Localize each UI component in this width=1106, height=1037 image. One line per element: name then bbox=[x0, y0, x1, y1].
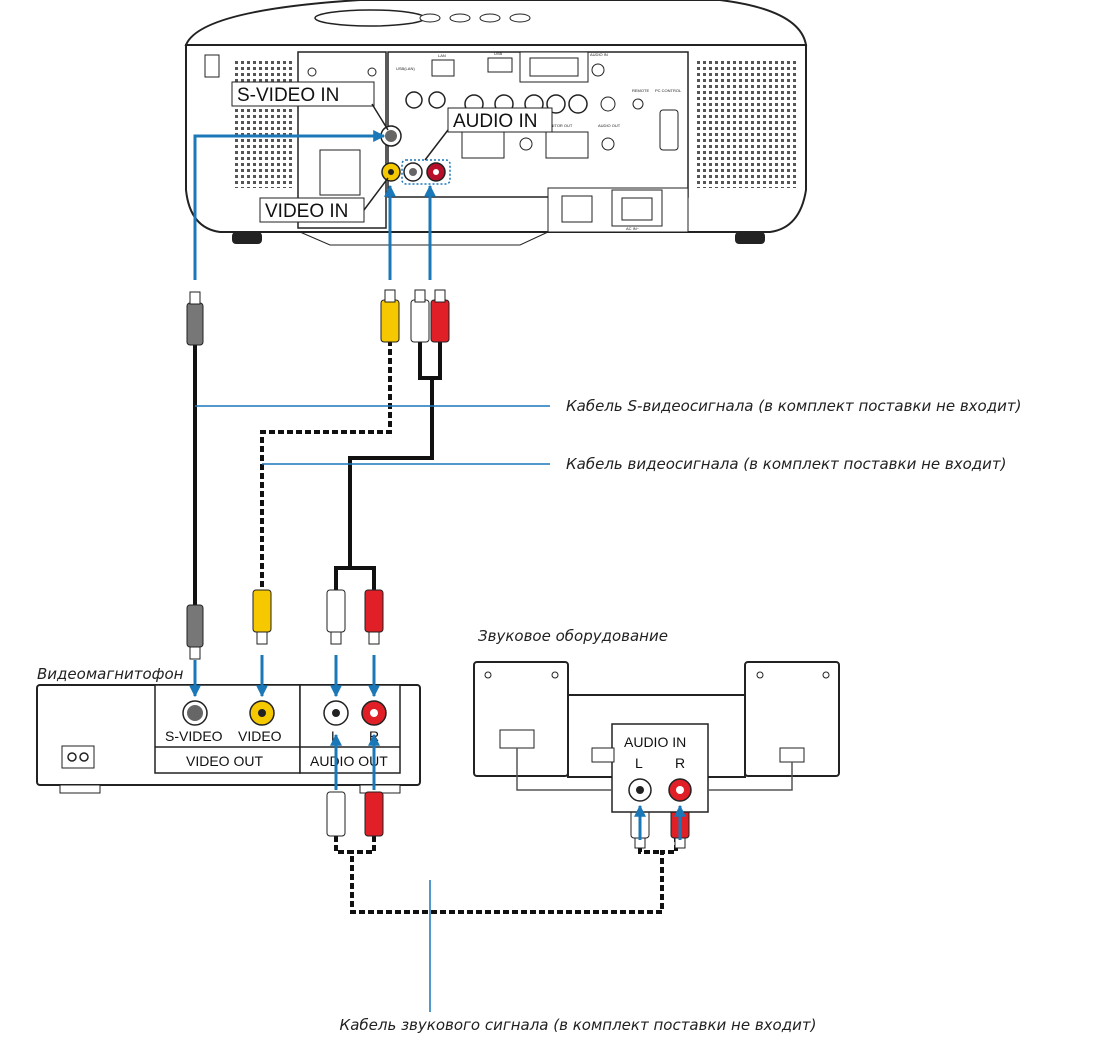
audio-cable-caption: Кабель звукового сигнала (в комплект пос… bbox=[340, 1016, 817, 1034]
video-cable bbox=[252, 289, 400, 645]
video-in-label: VIDEO IN bbox=[265, 201, 348, 222]
video-cable-caption: Кабель видеосигнала (в комплект поставки… bbox=[566, 455, 1007, 473]
s-video-cable bbox=[186, 291, 204, 660]
s-video-cable-caption: Кабель S-видеосигнала (в комплект постав… bbox=[566, 397, 1021, 415]
audio-in-label: AUDIO IN bbox=[453, 111, 537, 132]
usb-lan-text: USB(LAN) bbox=[396, 66, 415, 71]
ac-in-text: AC IN~ bbox=[626, 226, 640, 231]
vcr-arrows bbox=[189, 655, 380, 790]
audio-in-callout: AUDIO IN bbox=[424, 107, 553, 161]
vcr-title: Видеомагнитофон bbox=[37, 665, 184, 683]
s-video-in-label: S-VIDEO IN bbox=[237, 85, 339, 106]
vcr-video-out-label: VIDEO OUT bbox=[186, 753, 263, 769]
equipment-arrows bbox=[634, 804, 686, 840]
remote-text: REMOTE bbox=[632, 88, 649, 93]
audio-out-small-text: AUDIO OUT bbox=[598, 123, 621, 128]
projector-arrows bbox=[193, 130, 436, 280]
equipment-l-label: L bbox=[635, 755, 643, 771]
equipment-r-label: R bbox=[675, 755, 685, 771]
vcr-s-video-label: S-VIDEO bbox=[165, 728, 223, 744]
audio-equipment: AUDIO IN L R bbox=[473, 661, 840, 813]
pc-control-text: PC CONTROL bbox=[655, 88, 682, 93]
audio-cable-vcr bbox=[326, 289, 450, 645]
audio-equipment-title: Звуковое оборудование bbox=[478, 627, 668, 645]
s-video-in-callout: S-VIDEO IN bbox=[231, 81, 389, 131]
equipment-audio-in-label: AUDIO IN bbox=[624, 734, 686, 750]
caption-leaders bbox=[195, 405, 550, 1012]
vcr-audio-out-label: AUDIO OUT bbox=[310, 753, 388, 769]
video-in-callout: VIDEO IN bbox=[259, 177, 389, 223]
vcr: S-VIDEO VIDEO VIDEO OUT L R AUDIO OUT bbox=[36, 684, 421, 794]
usb-text: USB bbox=[494, 51, 503, 56]
lan-text: LAN bbox=[438, 53, 446, 58]
audio-in-small-text: AUDIO IN bbox=[590, 52, 608, 57]
vcr-video-label: VIDEO bbox=[238, 728, 282, 744]
monitor-out-text: MONITOR OUT bbox=[544, 123, 573, 128]
